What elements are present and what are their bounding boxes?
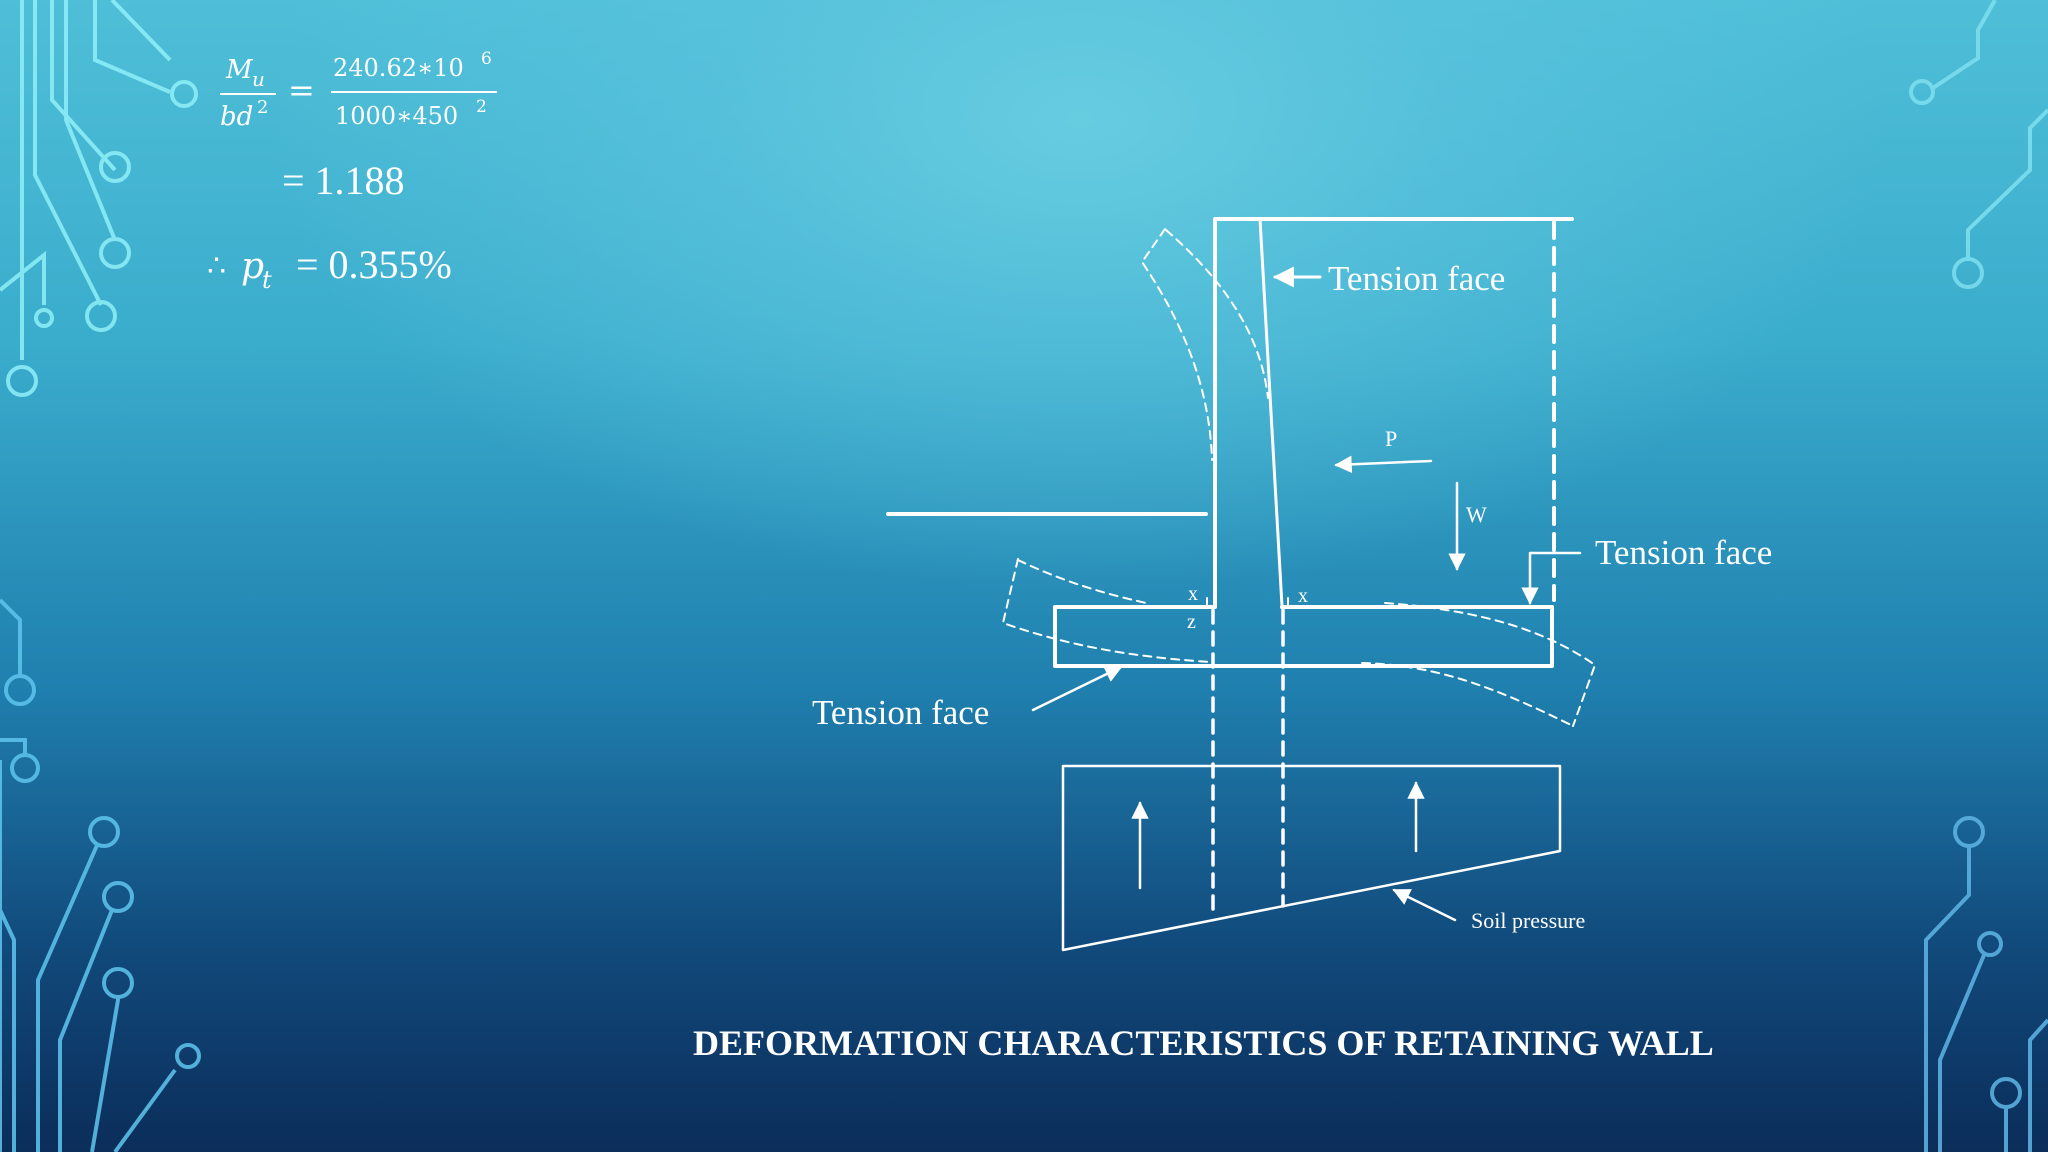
eq-equals-sign: = bbox=[288, 71, 315, 109]
deflected-heel-shape bbox=[1384, 602, 1596, 727]
eq-therefore-symbol: ∴ bbox=[207, 249, 226, 284]
label-section-x-left: x bbox=[1188, 583, 1198, 605]
circuit-decoration-right-top bbox=[1909, 0, 2048, 289]
eq-frac2-denominator-superscript: 2 bbox=[476, 97, 487, 117]
tension-face-heel-leader bbox=[1521, 551, 1582, 605]
eq-result-line: = 1.188 bbox=[282, 158, 405, 203]
circuit-decoration-right-bottom bbox=[1924, 816, 2048, 1152]
soil-pressure-arrow bbox=[1392, 888, 1457, 922]
retaining-wall-diagram bbox=[886, 217, 1596, 952]
label-tension-face-stem: Tension face bbox=[1328, 259, 1505, 298]
eq-pt-subscript: t bbox=[262, 266, 272, 294]
label-tension-face-heel: Tension face bbox=[1595, 533, 1772, 572]
deflected-toe-shape bbox=[1002, 558, 1211, 663]
force-arrow-p bbox=[1334, 455, 1433, 474]
circuit-decoration-left-bottom bbox=[0, 598, 201, 1152]
deflected-stem-shape-inner bbox=[1165, 229, 1269, 399]
circuit-decoration-left-top bbox=[0, 0, 198, 397]
label-section-x-right: x bbox=[1298, 585, 1308, 607]
label-soil-pressure: Soil pressure bbox=[1471, 908, 1585, 933]
deflected-stem-shape bbox=[1141, 228, 1213, 461]
tension-face-toe-arrow bbox=[1031, 665, 1123, 712]
eq-frac2-numerator-superscript: 6 bbox=[481, 49, 492, 69]
eq-frac1-denominator-superscript: 2 bbox=[257, 97, 268, 118]
wall-stem-outline bbox=[1213, 217, 1574, 608]
wall-stem-back-face bbox=[1258, 217, 1284, 608]
base-slab bbox=[1053, 605, 1554, 668]
label-section-z: z bbox=[1187, 611, 1196, 633]
eq-frac2-numerator: 240.62∗10 bbox=[333, 54, 464, 82]
deflected-heel-shape-bottom bbox=[1361, 662, 1574, 727]
eq-pt-symbol: p bbox=[241, 246, 264, 287]
soil-pressure-diagram bbox=[1061, 764, 1562, 952]
eq-frac1-numerator-subscript: u bbox=[252, 67, 265, 91]
eq-frac1-denominator: bd bbox=[220, 102, 253, 132]
label-tension-face-toe: Tension face bbox=[812, 693, 989, 732]
equation-pt: ∴ p t = 0.355% bbox=[207, 242, 452, 294]
slide-title: DEFORMATION CHARACTERISTICS OF RETAINING… bbox=[693, 1023, 1714, 1063]
label-force-w: W bbox=[1466, 502, 1487, 527]
equation-mu-over-bd2: M u bd 2 = 240.62∗10 6 1000∗450 2 bbox=[220, 49, 497, 132]
deflected-toe-shape-top bbox=[1017, 559, 1151, 605]
eq-frac1-numerator: M bbox=[225, 55, 254, 85]
eq-pt-value: = 0.355% bbox=[296, 242, 452, 287]
eq-frac2-denominator: 1000∗450 bbox=[335, 102, 458, 130]
label-force-p: P bbox=[1385, 426, 1397, 451]
